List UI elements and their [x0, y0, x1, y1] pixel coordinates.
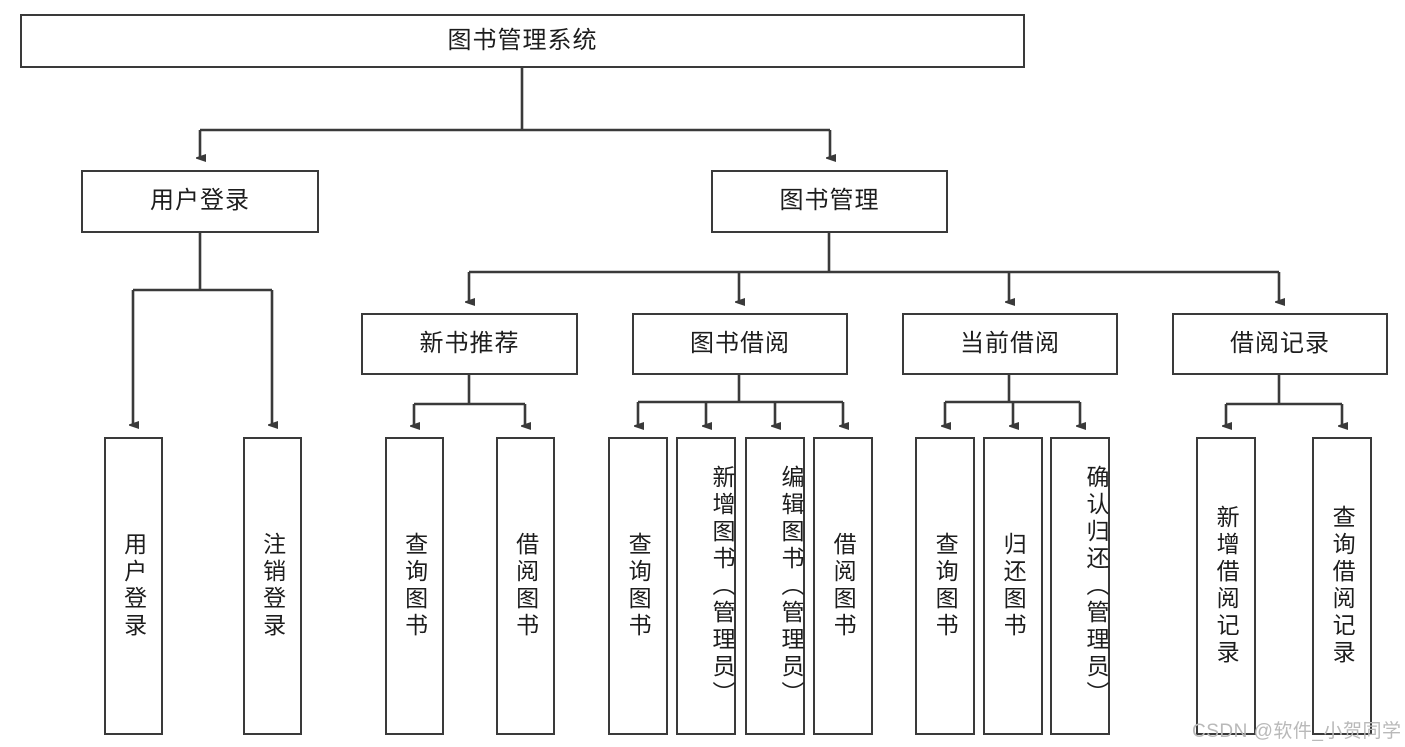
node-label: 查询图书	[401, 532, 428, 640]
node-label: 用户登录	[120, 532, 147, 640]
node-leaf-query-book-1[interactable]: 查询图书	[385, 437, 444, 735]
node-leaf-return-book[interactable]: 归还图书	[983, 437, 1043, 735]
node-leaf-logout-login[interactable]: 注销登录	[243, 437, 302, 735]
node-label: 图书管理	[779, 187, 880, 215]
node-label: 借阅记录	[1230, 329, 1330, 357]
node-leaf-confirm-return[interactable]: 确认归还（管理员）	[1050, 437, 1110, 735]
node-label: 借阅图书	[830, 532, 857, 640]
node-label: 借阅图书	[512, 532, 539, 640]
node-leaf-add-record[interactable]: 新增借阅记录	[1196, 437, 1256, 735]
node-leaf-query-record[interactable]: 查询借阅记录	[1312, 437, 1372, 735]
node-leaf-borrow-book-1[interactable]: 借阅图书	[496, 437, 555, 735]
node-label: 确认归还（管理员）	[1083, 464, 1109, 708]
node-label: 查询图书	[932, 532, 959, 640]
node-label: 新增图书（管理员）	[709, 464, 735, 708]
node-label: 当前借阅	[960, 329, 1060, 357]
node-label: 新书推荐	[419, 329, 520, 357]
node-book-manage[interactable]: 图书管理	[711, 170, 948, 233]
node-borrow-record[interactable]: 借阅记录	[1172, 313, 1388, 375]
node-book-borrow[interactable]: 图书借阅	[632, 313, 848, 375]
node-label: 注销登录	[259, 532, 286, 640]
node-leaf-add-book[interactable]: 新增图书（管理员）	[676, 437, 736, 735]
node-leaf-user-login[interactable]: 用户登录	[104, 437, 163, 735]
node-label: 图书借阅	[690, 329, 790, 357]
node-leaf-edit-book[interactable]: 编辑图书（管理员）	[745, 437, 805, 735]
node-root-book-management-system[interactable]: 图书管理系统	[20, 14, 1025, 68]
node-current-borrow[interactable]: 当前借阅	[902, 313, 1118, 375]
node-label: 查询图书	[625, 532, 652, 640]
node-label: 查询借阅记录	[1329, 505, 1356, 667]
node-label: 归还图书	[1000, 532, 1027, 640]
node-label: 用户登录	[150, 187, 250, 215]
node-leaf-borrow-book-2[interactable]: 借阅图书	[813, 437, 873, 735]
csdn-watermark: CSDN @软件_小贺同学	[1192, 721, 1402, 742]
node-label: 图书管理系统	[447, 26, 598, 54]
node-leaf-query-book-2[interactable]: 查询图书	[608, 437, 668, 735]
node-leaf-query-book-3[interactable]: 查询图书	[915, 437, 975, 735]
node-label: 新增借阅记录	[1213, 505, 1240, 667]
node-user-login[interactable]: 用户登录	[81, 170, 319, 233]
node-new-book-recommend[interactable]: 新书推荐	[361, 313, 578, 375]
node-label: 编辑图书（管理员）	[778, 464, 804, 708]
